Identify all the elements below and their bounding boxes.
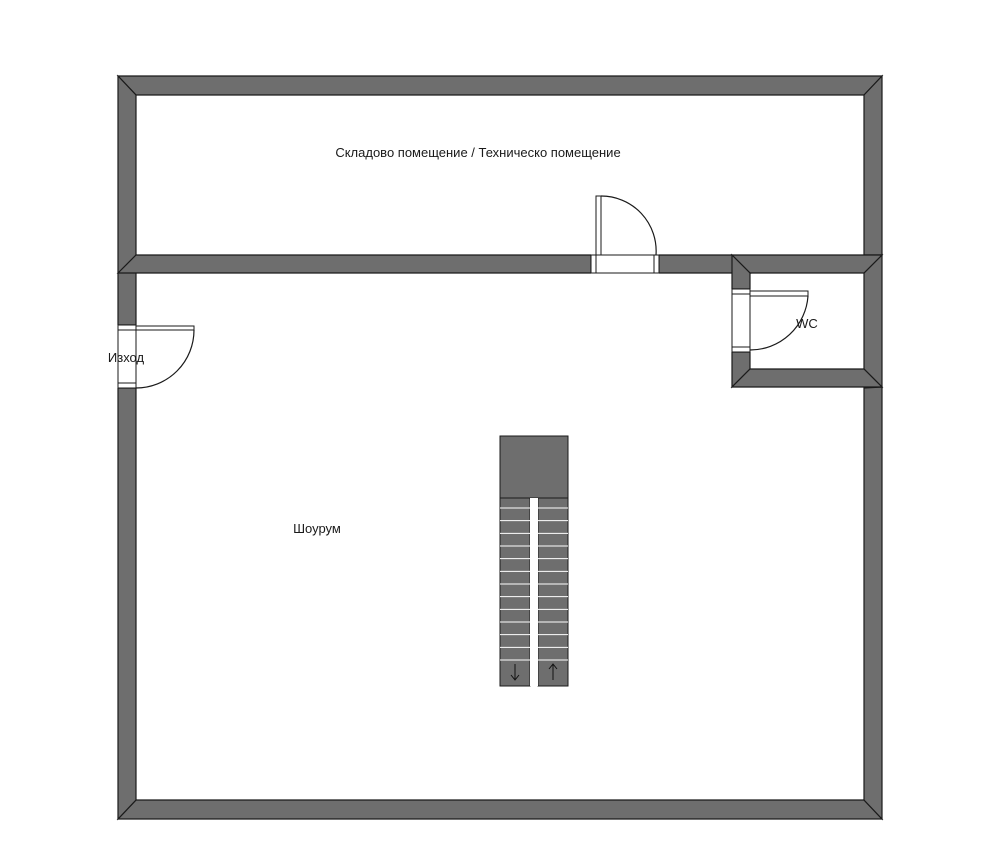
door-opening (117, 325, 137, 388)
door-jamb-top (731, 288, 751, 295)
door-exit[interactable] (117, 324, 195, 389)
stair-landing (499, 435, 569, 499)
wall-bottom (116, 799, 884, 820)
door-opening (731, 289, 751, 352)
wall-wc-bottom (730, 368, 884, 388)
door-opening (591, 254, 659, 274)
wall-right-wc (863, 253, 883, 389)
room-label-storage: Складово помещение / Техническо помещени… (335, 145, 620, 160)
stair-arrow-up-head (548, 663, 558, 670)
wall-left-upper (117, 74, 137, 326)
room-label-wc: WC (796, 316, 818, 331)
door-leaf (135, 325, 195, 331)
wall-right-upper (863, 74, 883, 256)
stair-well (530, 498, 538, 686)
door-jamb-top (117, 324, 137, 331)
staircase (499, 435, 569, 687)
door-jamb-bottom (731, 346, 751, 353)
wall-right-lower (863, 386, 883, 821)
stair-flight-up (537, 497, 569, 687)
door-jamb-left (590, 254, 597, 274)
wall-storage-left (116, 254, 592, 274)
door-leaf (595, 195, 602, 256)
wall-wc-top (730, 254, 884, 274)
door-swing-arc (600, 195, 657, 256)
door-storage[interactable] (590, 195, 660, 274)
door-swing-arc (749, 295, 809, 351)
stair-steps (500, 507, 568, 661)
interior-walls (116, 253, 884, 389)
door-wc[interactable] (731, 288, 809, 353)
outer-walls (116, 74, 884, 821)
wall-top (116, 75, 884, 96)
door-leaf (749, 290, 809, 297)
room-label-showroom: Шоурум (293, 521, 341, 536)
stair-flight-down (499, 497, 531, 687)
door-jamb-right (653, 254, 660, 274)
door-jamb-bottom (117, 382, 137, 389)
stair-arrow-down-head (510, 674, 520, 681)
wall-left-lower (117, 387, 137, 821)
room-label-exit: Изход (108, 350, 145, 365)
door-swing-arc (135, 329, 195, 389)
